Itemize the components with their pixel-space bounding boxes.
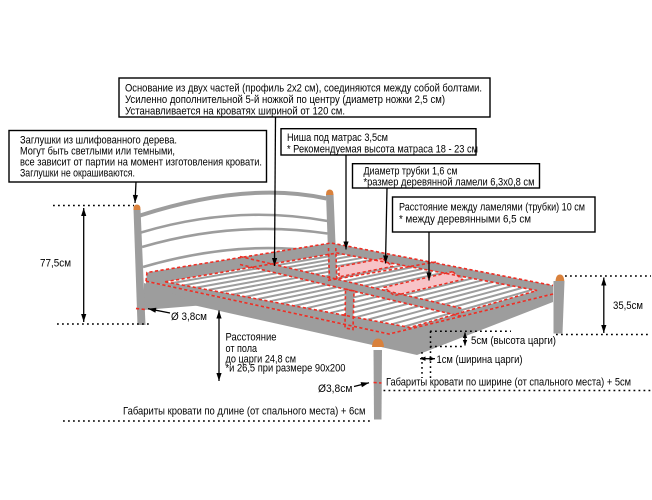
svg-text:Ø3,8см: Ø3,8см	[318, 383, 352, 395]
svg-text:Ниша под матрас 3,5см: Ниша под матрас 3,5см	[287, 132, 388, 144]
svg-text:Габариты кровати по длине (от: Габариты кровати по длине (от спального …	[123, 406, 366, 418]
svg-text:* между деревянными 6,5 см: * между деревянными 6,5 см	[399, 214, 531, 226]
svg-text:Заглушки не окрашиваются.: Заглушки не окрашиваются.	[20, 168, 135, 180]
svg-text:до царги 24,8 см: до царги 24,8 см	[226, 354, 297, 366]
svg-text:Расстояние: Расстояние	[226, 331, 277, 343]
svg-text:*и 26,5 при размере 90x200: *и 26,5 при размере 90x200	[226, 363, 346, 375]
svg-text:Могут быть светлыми или темным: Могут быть светлыми или темными,	[20, 146, 175, 158]
svg-text:35,5см: 35,5см	[613, 300, 643, 312]
svg-text:*размер деревянной ламели 6,3х: *размер деревянной ламели 6,3х0,8 см	[364, 177, 535, 189]
svg-text:5см (высота царги): 5см (высота царги)	[471, 335, 556, 347]
svg-text:* Рекомендуемая высота матраса: * Рекомендуемая высота матраса 18 - 23 с…	[287, 144, 478, 156]
svg-text:Основание из двух частей (проф: Основание из двух частей (профиль 2х2 см…	[125, 83, 482, 95]
svg-text:Расстояние между ламелями (тру: Расстояние между ламелями (трубки) 10 см	[399, 202, 585, 214]
svg-text:Усиленно дополнительной 5-й но: Усиленно дополнительной 5-й ножкой по це…	[125, 94, 445, 106]
svg-text:от пола: от пола	[226, 343, 258, 355]
svg-text:Устанавливается на кроватях ши: Устанавливается на кроватях шириной от 1…	[125, 106, 345, 118]
svg-text:77,5см: 77,5см	[40, 258, 71, 270]
svg-text:Заглушки из шлифованного дерев: Заглушки из шлифованного дерева.	[20, 135, 177, 147]
svg-text:все зависит от партии на момен: все зависит от партии на момент изготовл…	[20, 157, 262, 169]
svg-text:Ø 3,8см: Ø 3,8см	[171, 311, 207, 323]
svg-text:Диаметр трубки 1,6 см: Диаметр трубки 1,6 см	[364, 166, 458, 178]
svg-text:Габариты кровати по ширине (от: Габариты кровати по ширине (от спального…	[386, 377, 631, 389]
svg-text:1см (ширина царги): 1см (ширина царги)	[437, 354, 523, 366]
